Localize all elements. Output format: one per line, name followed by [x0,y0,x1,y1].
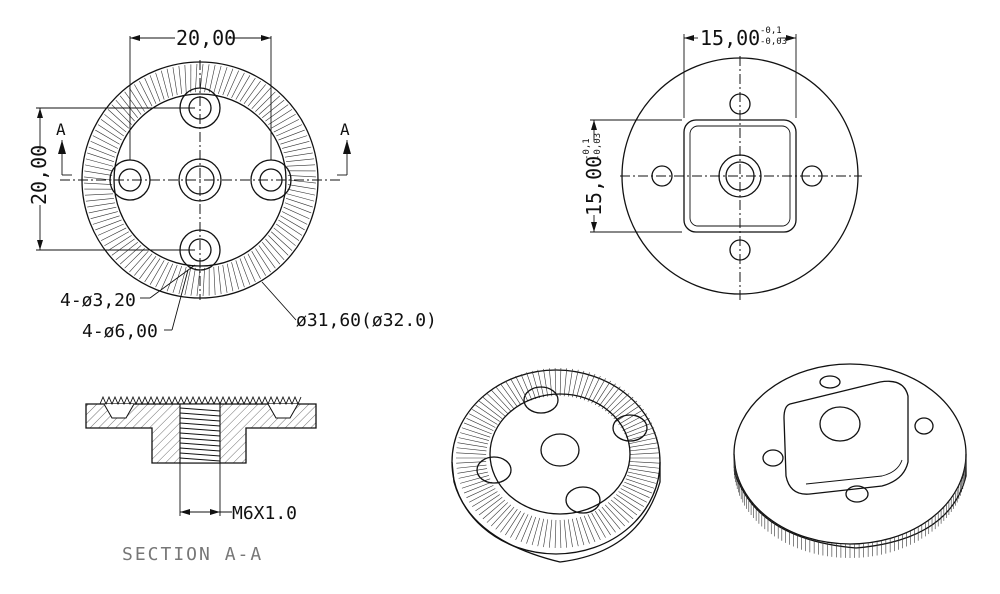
section-view: M6X1.0 SECTION A-A [85,395,317,565]
iso-front-view [451,368,661,563]
iso-back-view [733,363,967,558]
iso-back-square-boss [783,380,909,495]
back-view: 15,00 -0,1 -0,03 15,00 -0,1 -0,03 [582,26,862,300]
callout-small-hole: 4-ø3,20 [60,290,136,311]
top-width-dimension: 20,00 [176,26,236,50]
top-height-dimension: 20,00 [27,145,51,205]
top-view: 20,00 20,00 A A 4-ø3,20 4-ø6,00 ø31,60(ø… [27,26,437,342]
section-countersink-right [267,403,299,419]
iso-back-center-hole [819,406,861,442]
callout-countersink: 4-ø6,00 [82,321,158,342]
section-title: SECTION A-A [122,544,263,565]
section-countersink-left [103,403,135,419]
back-width-dimension: 15,00 [700,26,760,50]
back-height-tol-upper: -0,1 [582,138,592,160]
iso-front-center-hole [540,433,580,467]
iso-front-teeth [456,368,660,548]
callout-outer-diameter: ø31,60(ø32.0) [296,310,437,331]
back-width-tol-lower: -0,03 [760,37,787,47]
section-mark-left: A [56,120,66,139]
back-height-tol-lower: -0,03 [593,133,603,160]
back-width-tol-upper: -0,1 [760,26,782,36]
rosette-teeth-ring [84,64,316,296]
section-mark-right: A [340,120,350,139]
section-teeth [99,395,302,406]
thread-lines [179,407,221,462]
iso-front-face [489,393,631,515]
iso-back-knurl [733,454,967,558]
back-height-dimension: 15,00 [582,156,606,216]
thread-label: M6X1.0 [232,503,297,524]
